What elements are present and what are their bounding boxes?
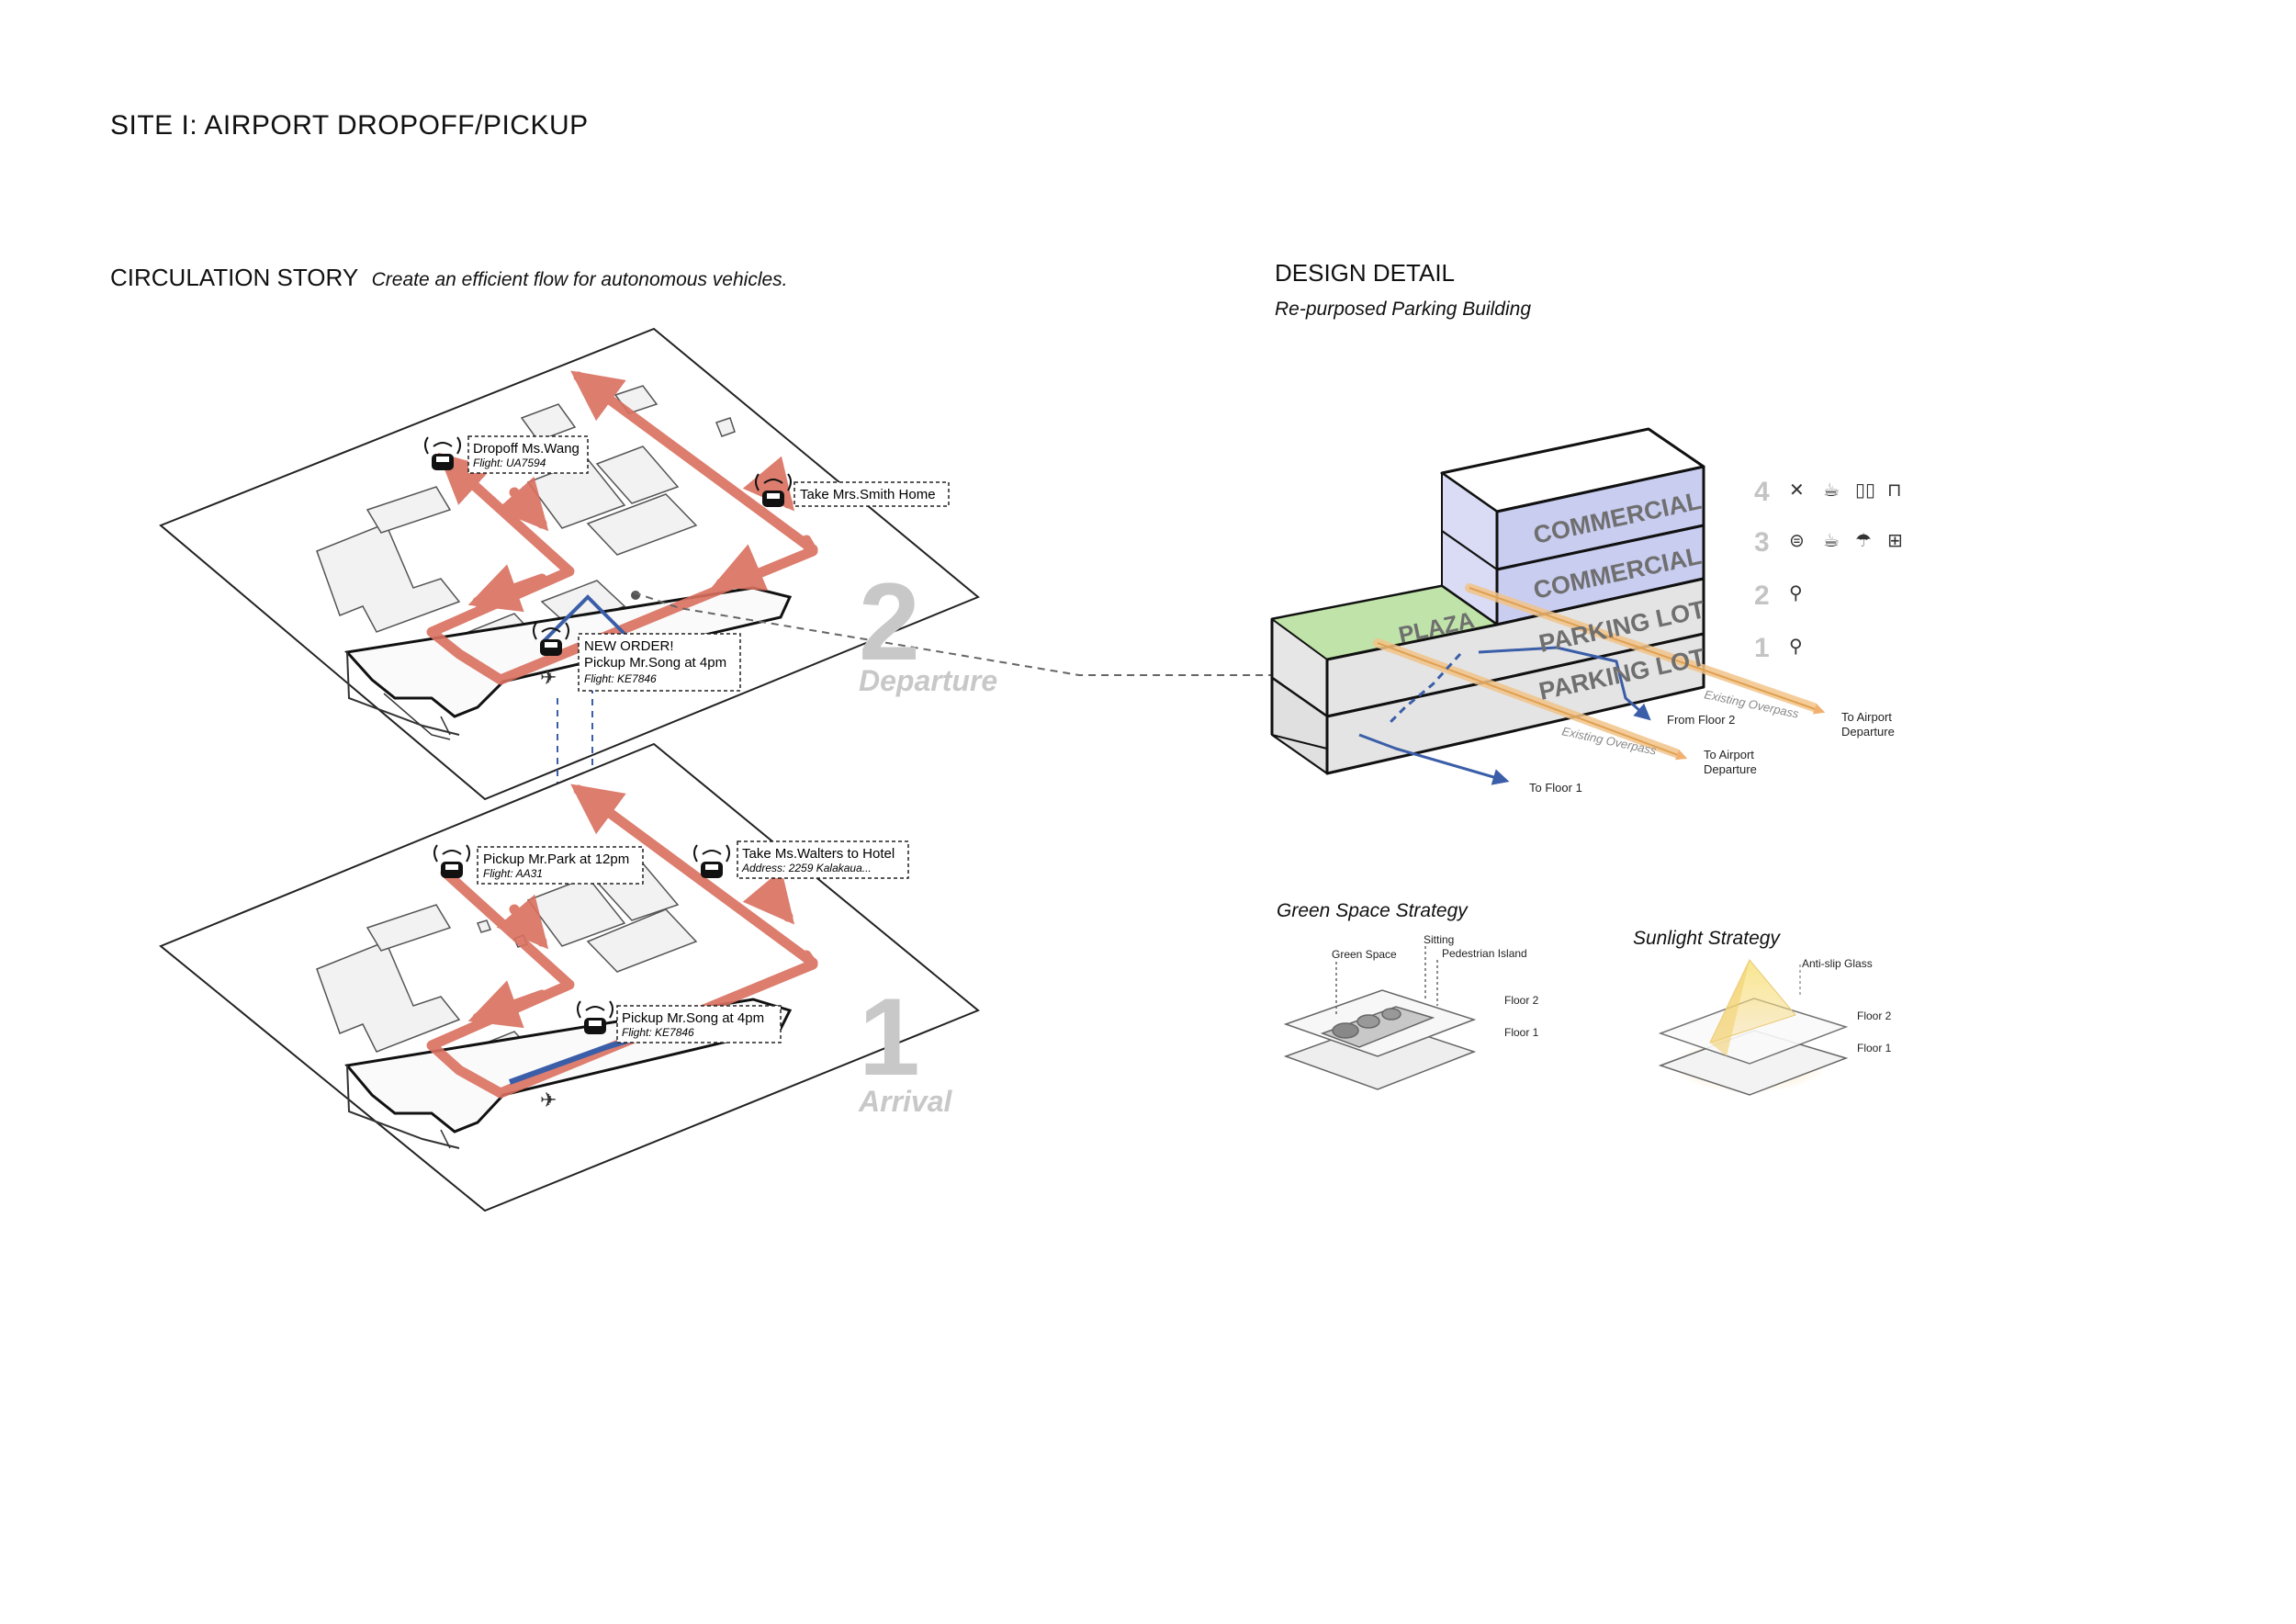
annotation: To Airport bbox=[1841, 710, 1892, 724]
annotation: From Floor 2 bbox=[1667, 713, 1735, 727]
floor-number: 2 bbox=[1754, 581, 1770, 611]
coffee-icon: ☕ bbox=[1823, 529, 1840, 551]
annotation: Anti-slip Glass bbox=[1802, 957, 1873, 970]
green-space-title: Green Space Strategy bbox=[1277, 900, 1469, 921]
circulation-header: CIRCULATION STORY Create an efficient fl… bbox=[110, 264, 788, 292]
floor-number: 1 bbox=[1754, 633, 1770, 663]
annotation: To Airport bbox=[1704, 748, 1754, 761]
annotation: Floor 2 bbox=[1857, 1009, 1892, 1022]
autonomous-car-icon bbox=[533, 622, 569, 656]
callout-line: Dropoff Ms.Wang bbox=[473, 441, 580, 457]
callout-line: NEW ORDER! bbox=[584, 638, 674, 654]
airplane-icon: ✈ bbox=[540, 1089, 557, 1112]
level-label: Departure bbox=[859, 664, 997, 697]
book-icon: ▯▯ bbox=[1855, 479, 1875, 501]
gift-icon: ⊞ bbox=[1887, 529, 1903, 551]
arrival-red-route bbox=[426, 784, 818, 1099]
sunlight-title: Sunlight Strategy bbox=[1633, 928, 1781, 949]
umbrella-table-icon: ☂ bbox=[1855, 529, 1872, 551]
callout-line: Flight: UA7594 bbox=[473, 457, 546, 469]
callout-line: Address: 2259 Kalakaua... bbox=[741, 862, 872, 874]
charging-car-icon: ⚲ bbox=[1789, 635, 1803, 657]
annotation: To Floor 1 bbox=[1529, 781, 1582, 795]
coffee-icon: ☕ bbox=[1823, 479, 1840, 501]
circulation-title: CIRCULATION STORY bbox=[110, 264, 359, 291]
floor-number: 4 bbox=[1754, 477, 1770, 507]
floor-icons: ✕ ☕ ▯▯ ⊓ ⊜ ☕ ☂ ⊞ ⚲ ⚲ bbox=[1789, 479, 1903, 657]
callouts: Dropoff Ms.Wang Flight: UA7594 Take Mrs.… bbox=[467, 435, 950, 1043]
design-detail-title: DESIGN DETAIL bbox=[1275, 259, 1456, 287]
annotation: Floor 2 bbox=[1504, 994, 1539, 1007]
autonomous-car-icon bbox=[424, 436, 461, 470]
callout-line: Flight: AA31 bbox=[483, 867, 543, 880]
sunlight-labels: Anti-slip Glass Floor 2 Floor 1 bbox=[1802, 957, 1892, 1054]
level-label: Arrival bbox=[858, 1085, 953, 1118]
airplane-icon: ✈ bbox=[540, 667, 557, 690]
callout-line: Take Ms.Walters to Hotel bbox=[742, 846, 895, 862]
annotation: Departure bbox=[1704, 762, 1757, 776]
autonomous-car-icon bbox=[433, 844, 470, 878]
sheet-title: SITE I: AIRPORT DROPOFF/PICKUP bbox=[110, 110, 589, 141]
callout-line: Flight: KE7846 bbox=[584, 672, 657, 685]
charging-car-icon: ⚲ bbox=[1789, 581, 1803, 603]
floor-index: 4 3 2 1 bbox=[1754, 477, 1770, 663]
floor-number: 3 bbox=[1754, 527, 1770, 558]
burger-icon: ⊜ bbox=[1789, 529, 1805, 551]
annotation: Floor 1 bbox=[1504, 1026, 1539, 1039]
green-space-diagram bbox=[1283, 946, 1477, 1090]
utensils-icon: ✕ bbox=[1789, 479, 1805, 501]
callout-line: Take Mrs.Smith Home bbox=[800, 487, 936, 502]
design-detail-subtitle: Re-purposed Parking Building bbox=[1275, 299, 1531, 320]
arrival-plate: ✈ bbox=[159, 742, 980, 1212]
annotation: Sitting bbox=[1424, 933, 1454, 946]
annotation: Green Space bbox=[1332, 948, 1397, 961]
shopping-bag-icon: ⊓ bbox=[1887, 479, 1902, 501]
callout-line: Pickup Mr.Park at 12pm bbox=[483, 851, 629, 867]
autonomous-car-icon bbox=[577, 1000, 613, 1034]
callout-line: Pickup Mr.Song at 4pm bbox=[584, 655, 726, 671]
level-number: 1 bbox=[859, 976, 920, 1099]
annotation: Pedestrian Island bbox=[1442, 947, 1527, 960]
departure-blue-route bbox=[540, 594, 636, 645]
autonomous-car-icon bbox=[755, 473, 792, 507]
circulation-subtitle: Create an efficient flow for autonomous … bbox=[371, 269, 788, 290]
sunlight-diagram bbox=[1658, 959, 1849, 1096]
leader-line bbox=[633, 592, 1343, 676]
autonomous-car-icon bbox=[693, 844, 730, 878]
annotation: Floor 1 bbox=[1857, 1042, 1892, 1054]
car-icons bbox=[424, 436, 792, 1034]
green-space-labels: Green Space Sitting Pedestrian Island Fl… bbox=[1332, 933, 1539, 1039]
level-number: 2 bbox=[859, 560, 920, 683]
departure-plate: ✈ bbox=[159, 327, 1347, 801]
callout-line: Pickup Mr.Song at 4pm bbox=[622, 1010, 764, 1026]
parking-building bbox=[1270, 427, 1826, 785]
annotation: Departure bbox=[1841, 725, 1895, 739]
callout-line: Flight: KE7846 bbox=[622, 1026, 694, 1039]
departure-red-route bbox=[426, 370, 818, 685]
